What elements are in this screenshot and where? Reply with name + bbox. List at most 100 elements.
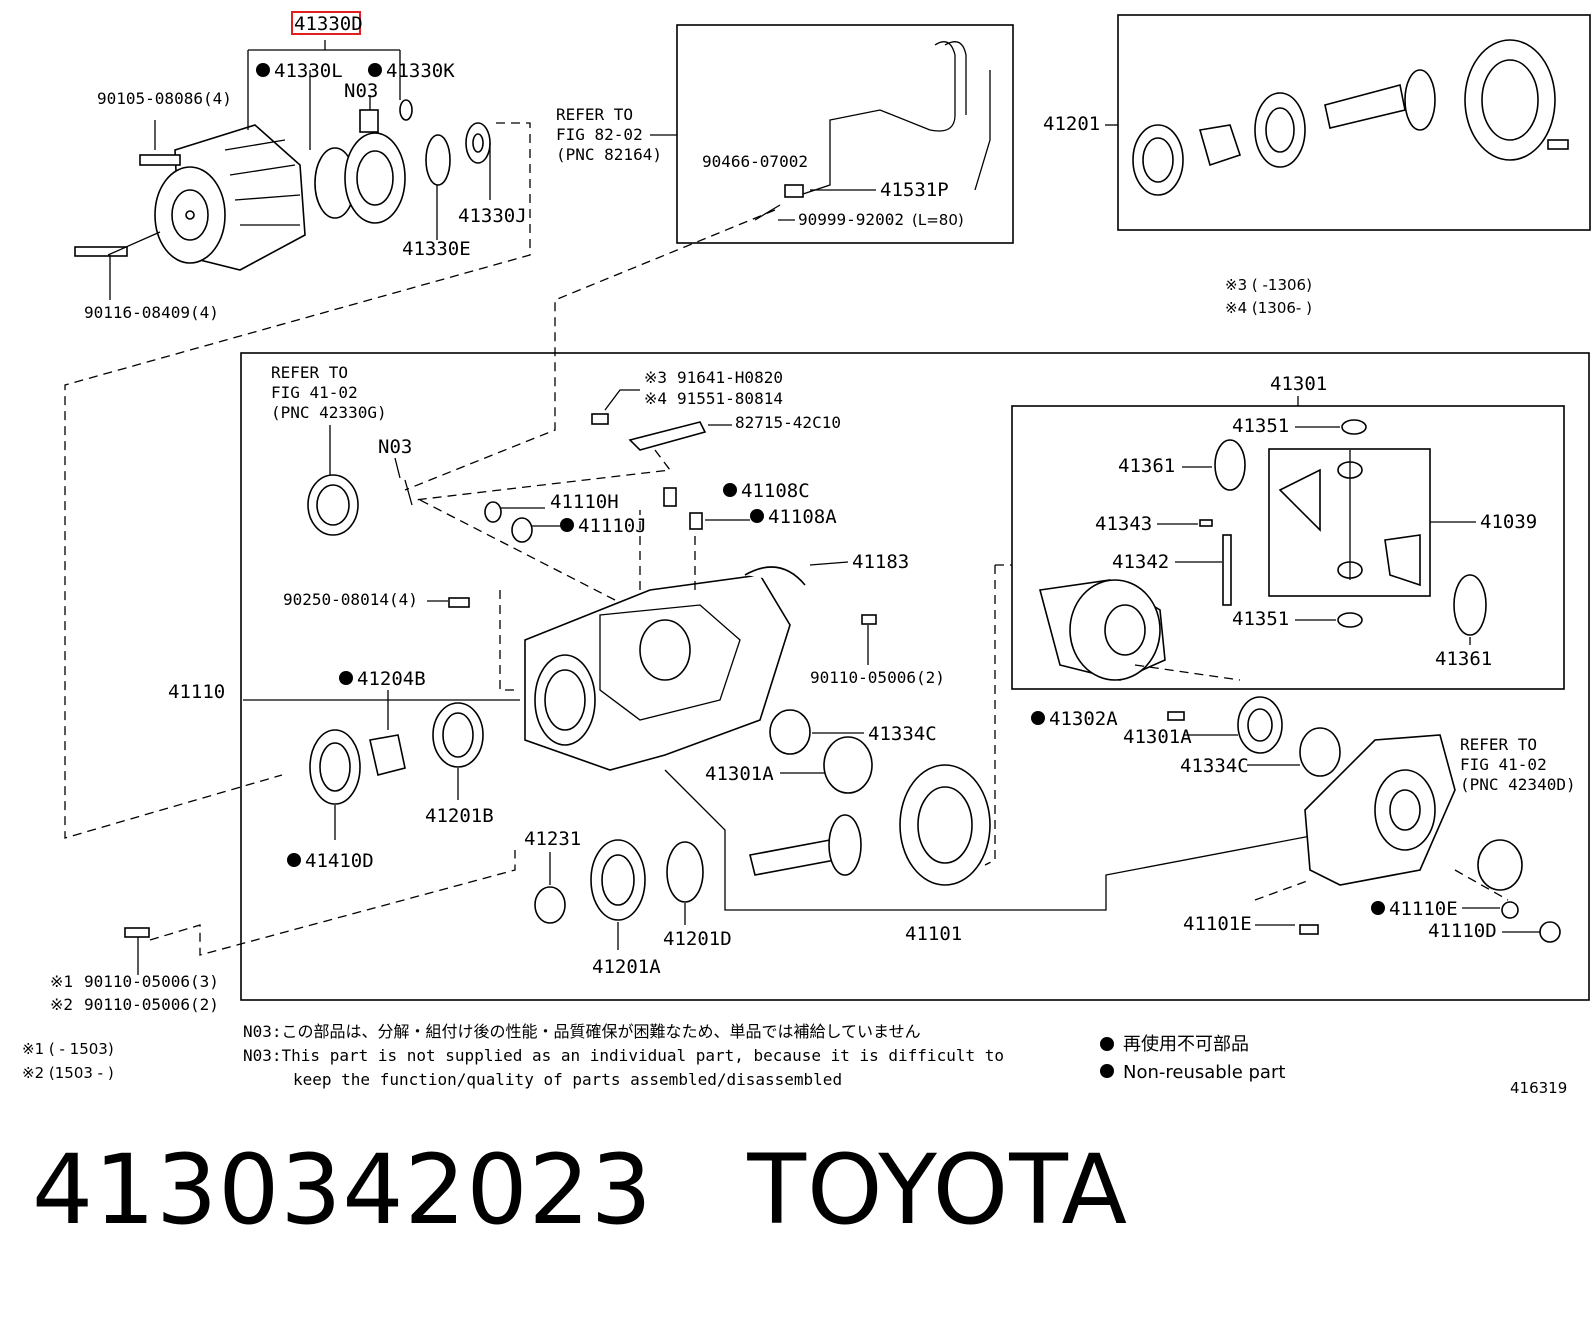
note-4-date-range: ※4 (1306- ) [1225,299,1312,317]
non-reusable-dot [723,483,737,497]
non-reusable-dot [368,63,382,77]
label-90999-length: (L=80) [912,211,964,229]
label-90110-2[interactable]: 90110-05006(2) [810,668,945,687]
label-41301A-left[interactable]: 41301A [705,763,774,785]
part-number-caption: 4130342023 TOYOTA [32,1134,1129,1246]
label-41101[interactable]: 41101 [905,923,962,945]
legend-dot-icon [1100,1064,1114,1078]
label-82715[interactable]: 82715-42C10 [735,413,841,432]
note-3-date-range: ※3 ( -1306) [1225,276,1312,294]
shim-41330E [425,134,451,186]
label-41201B[interactable]: 41201B [425,805,494,827]
label-41342[interactable]: 41342 [1112,551,1169,573]
label-41531P[interactable]: 41531P [880,179,949,201]
label-41183[interactable]: 41183 [852,551,909,573]
label-41334C-left[interactable]: 41334C [868,723,937,745]
refer-fig-41-b-line2[interactable]: FIG 41-02 [1460,755,1547,774]
label-41361-top[interactable]: 41361 [1118,455,1175,477]
differential-carrier-41110 [243,499,1343,911]
label-41330J[interactable]: 41330J [458,205,527,227]
non-reusable-dot [750,509,764,523]
label-41301[interactable]: 41301 [1270,373,1327,395]
vent-hose-box [676,24,1014,244]
label-N03-mid: N03 [378,436,412,458]
marker-2: ※2 [50,995,73,1014]
ring-pinion-box [1117,14,1591,231]
bolt-90105 [139,154,181,166]
bottom-left-fasteners [124,590,520,975]
label-41361-bottom[interactable]: 41361 [1435,648,1492,670]
label-41330E[interactable]: 41330E [402,238,471,260]
label-41201[interactable]: 41201 [1043,113,1100,135]
label-90250[interactable]: 90250-08014(4) [283,590,418,609]
label-N03-top: N03 [344,80,378,102]
label-41351-top[interactable]: 41351 [1232,415,1289,437]
figure-code: 416319 [1510,1079,1567,1097]
note-1-date-range: ※1 ( - 1503) [22,1040,114,1058]
legend-label-en: Non-reusable part [1123,1062,1285,1083]
non-reusable-dot [1371,901,1385,915]
note-n03-japanese: N03:この部品は、分解・組付け後の性能・品質確保が困難なため、単品では補給して… [243,1022,921,1041]
marker-1: ※1 [50,972,73,991]
breather-hose-group [404,41,991,491]
rear-cover-group [1134,664,1561,943]
label-90105[interactable]: 90105-08086(4) [97,89,232,108]
label-41108C[interactable]: 41108C [741,480,810,502]
label-91641[interactable]: 91641-H0820 [677,368,783,387]
differential-case-box [1011,405,1565,690]
bracket-82715 [628,421,707,451]
label-41110E[interactable]: 41110E [1389,898,1458,920]
marker-3: ※3 [644,368,667,387]
highlight-box-41330D [291,11,361,35]
legend-label-jp: 再使用不可部品 [1123,1034,1249,1055]
refer-fig-41-b-line3: (PNC 42340D) [1460,775,1576,794]
label-90110-3[interactable]: 90110-05006(3) [84,972,219,991]
non-reusable-dot [256,63,270,77]
label-41101E[interactable]: 41101E [1183,913,1252,935]
label-90110-2b[interactable]: 90110-05006(2) [84,995,219,1014]
refer-fig-41-b-line1: REFER TO [1460,735,1537,754]
label-41302A[interactable]: 41302A [1049,708,1118,730]
label-41201D[interactable]: 41201D [663,928,732,950]
label-90116[interactable]: 90116-08409(4) [84,303,219,322]
label-41110H[interactable]: 41110H [550,491,619,513]
note-n03-english-1: N03:This part is not supplied as an indi… [243,1046,1004,1065]
extension-housing-group [64,40,531,839]
label-41330K[interactable]: 41330K [386,60,455,82]
refer-fig-41-a-line1: REFER TO [271,363,348,382]
refer-fig-82-line1: REFER TO [556,105,633,124]
label-41410D[interactable]: 41410D [305,850,374,872]
non-reusable-dot [339,671,353,685]
label-41201A[interactable]: 41201A [592,956,661,978]
note-n03-english-2: keep the function/quality of parts assem… [293,1070,842,1089]
bolt-91641 [591,413,609,425]
label-41301A-right[interactable]: 41301A [1123,726,1192,748]
label-41231[interactable]: 41231 [524,828,581,850]
seals-bearings-left [307,474,991,924]
label-91551[interactable]: 91551-80814 [677,389,783,408]
non-reusable-dot [560,518,574,532]
legend-dot-icon [1100,1037,1114,1051]
label-41110[interactable]: 41110 [168,681,225,703]
label-41039[interactable]: 41039 [1480,511,1537,533]
label-41330L[interactable]: 41330L [274,60,343,82]
label-90466[interactable]: 90466-07002 [702,152,808,171]
label-41330D[interactable]: 41330D [294,13,363,35]
refer-fig-82-line2[interactable]: FIG 82-02 [556,125,643,144]
label-90999[interactable]: 90999-92002 [798,210,904,229]
label-41110J[interactable]: 41110J [578,515,647,537]
label-41334C-right[interactable]: 41334C [1180,755,1249,777]
non-reusable-dot [1031,711,1045,725]
label-41110D[interactable]: 41110D [1428,920,1497,942]
ring-pinion-group [1132,39,1569,196]
label-41343[interactable]: 41343 [1095,513,1152,535]
label-41351-bottom[interactable]: 41351 [1232,608,1289,630]
refer-fig-82-line3: (PNC 82164) [556,145,662,164]
label-41204B[interactable]: 41204B [357,668,426,690]
non-reusable-dot [287,853,301,867]
marker-4: ※4 [644,389,667,408]
refer-fig-41-a-line2[interactable]: FIG 41-02 [271,383,358,402]
carrier-assembly-box [240,352,1590,1001]
label-41108A[interactable]: 41108A [768,506,837,528]
